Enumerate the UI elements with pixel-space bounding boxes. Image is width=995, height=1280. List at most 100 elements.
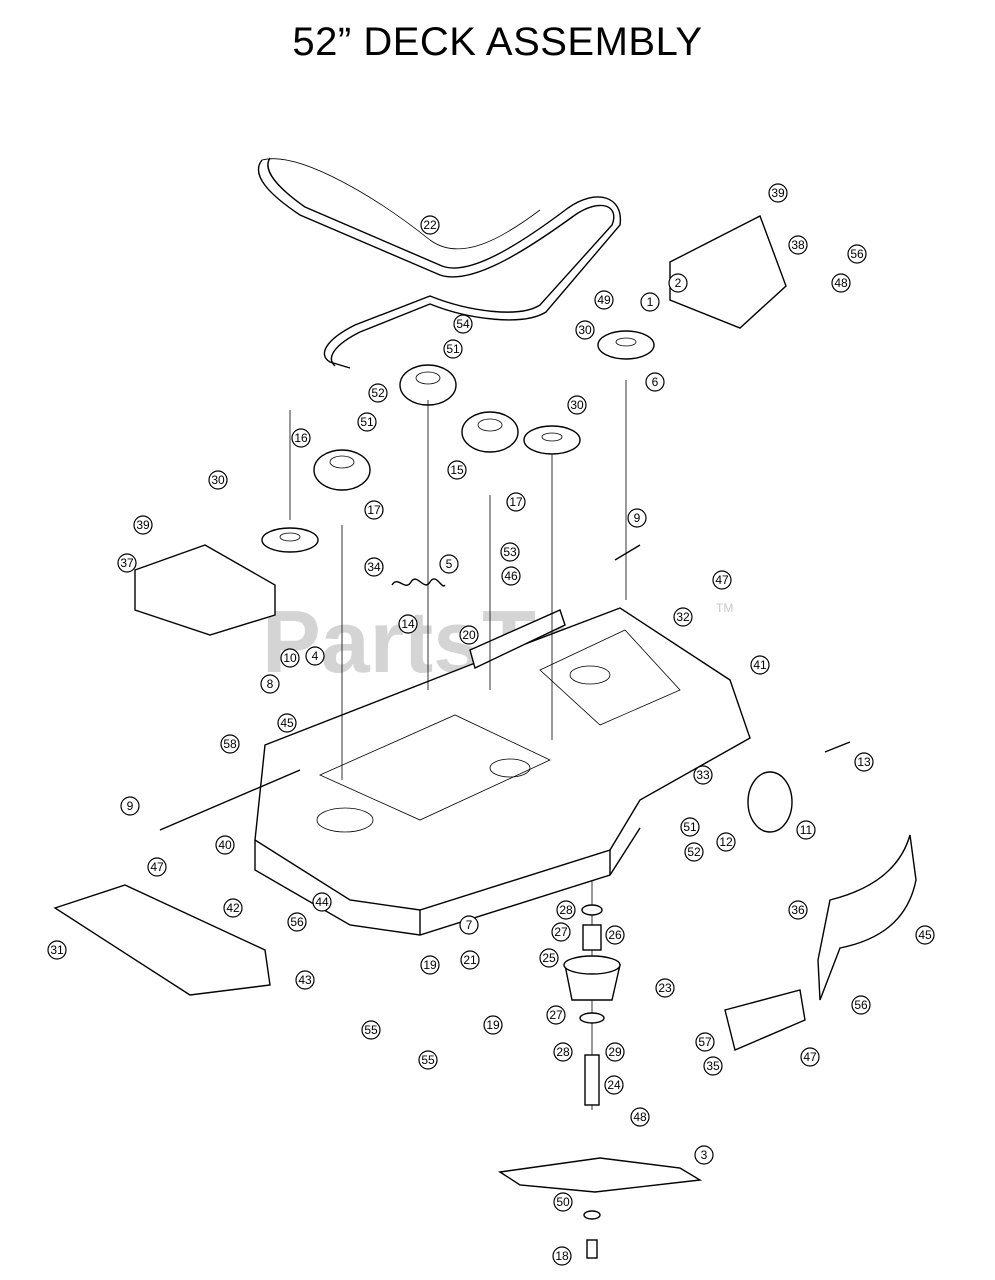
callout-11[interactable]: 11 — [796, 820, 816, 840]
callout-19-lower[interactable]: 19 — [483, 1015, 503, 1035]
svg-text:14: 14 — [401, 617, 415, 631]
callout-45[interactable]: 45 — [277, 713, 297, 733]
callout-39[interactable]: 39 — [768, 183, 788, 203]
callout-30-right[interactable]: 30 — [575, 320, 595, 340]
callout-8[interactable]: 8 — [260, 674, 280, 694]
callout-26[interactable]: 26 — [605, 925, 625, 945]
callout-25[interactable]: 25 — [539, 948, 559, 968]
svg-text:25: 25 — [542, 951, 556, 965]
callout-22[interactable]: 22 — [420, 215, 440, 235]
callout-58[interactable]: 58 — [220, 734, 240, 754]
callout-43[interactable]: 43 — [295, 970, 315, 990]
svg-text:35: 35 — [706, 1059, 720, 1073]
callout-14[interactable]: 14 — [398, 614, 418, 634]
callout-1[interactable]: 1 — [640, 292, 660, 312]
callout-17[interactable]: 17 — [364, 500, 384, 520]
deck-cover-right — [669, 215, 787, 329]
idler-arm — [469, 609, 566, 669]
svg-text:27: 27 — [549, 1008, 563, 1022]
callout-50[interactable]: 50 — [553, 1192, 573, 1212]
callout-21[interactable]: 21 — [460, 950, 480, 970]
callout-32[interactable]: 32 — [673, 607, 693, 627]
callout-5[interactable]: 5 — [439, 554, 459, 574]
svg-text:39: 39 — [771, 186, 785, 200]
callout-57[interactable]: 57 — [695, 1032, 715, 1052]
svg-text:12: 12 — [719, 835, 733, 849]
callout-54[interactable]: 54 — [453, 314, 473, 334]
callout-28-lower[interactable]: 28 — [553, 1042, 573, 1062]
callout-37[interactable]: 37 — [117, 553, 137, 573]
callout-52-wheel[interactable]: 52 — [684, 842, 704, 862]
callout-30[interactable]: 30 — [208, 470, 228, 490]
svg-text:7: 7 — [466, 918, 473, 932]
callout-7[interactable]: 7 — [459, 915, 479, 935]
svg-text:56: 56 — [290, 915, 304, 929]
callout-47-left[interactable]: 47 — [147, 857, 167, 877]
callout-13[interactable]: 13 — [854, 752, 874, 772]
svg-text:32: 32 — [676, 610, 690, 624]
callout-51[interactable]: 51 — [443, 339, 463, 359]
callout-17-right[interactable]: 17 — [506, 492, 526, 512]
callout-48[interactable]: 48 — [831, 273, 851, 293]
wheel-bolt — [824, 741, 851, 753]
callout-41[interactable]: 41 — [750, 655, 770, 675]
callout-51-left[interactable]: 51 — [357, 412, 377, 432]
callout-19[interactable]: 19 — [420, 955, 440, 975]
callout-42[interactable]: 42 — [223, 898, 243, 918]
svg-text:6: 6 — [652, 375, 659, 389]
callout-12[interactable]: 12 — [716, 832, 736, 852]
callout-52[interactable]: 52 — [368, 383, 388, 403]
callout-9[interactable]: 9 — [627, 508, 647, 528]
callout-15[interactable]: 15 — [447, 460, 467, 480]
callout-31[interactable]: 31 — [47, 940, 67, 960]
callout-3[interactable]: 3 — [694, 1145, 714, 1165]
callout-46[interactable]: 46 — [501, 566, 521, 586]
svg-text:56: 56 — [854, 998, 868, 1012]
svg-text:48: 48 — [633, 1110, 647, 1124]
callout-4[interactable]: 4 — [305, 646, 325, 666]
spindle-assembly — [563, 904, 621, 1106]
callout-38[interactable]: 38 — [788, 235, 808, 255]
callout-23[interactable]: 23 — [655, 978, 675, 998]
callout-34[interactable]: 34 — [364, 557, 384, 577]
svg-text:28: 28 — [559, 903, 573, 917]
svg-text:50: 50 — [556, 1195, 570, 1209]
svg-text:9: 9 — [127, 799, 134, 813]
callout-55[interactable]: 55 — [361, 1020, 381, 1040]
callout-9-left[interactable]: 9 — [120, 796, 140, 816]
callout-40[interactable]: 40 — [215, 835, 235, 855]
callout-27-lower[interactable]: 27 — [546, 1005, 566, 1025]
callout-36[interactable]: 36 — [788, 900, 808, 920]
callout-33[interactable]: 33 — [693, 765, 713, 785]
callout-45-right[interactable]: 45 — [915, 925, 935, 945]
callout-6[interactable]: 6 — [645, 372, 665, 392]
callout-39-left[interactable]: 39 — [133, 515, 153, 535]
callout-47-right[interactable]: 47 — [800, 1047, 820, 1067]
callout-20[interactable]: 20 — [459, 625, 479, 645]
callout-53[interactable]: 53 — [500, 542, 520, 562]
callout-51-wheel[interactable]: 51 — [680, 817, 700, 837]
callout-48-lower[interactable]: 48 — [630, 1107, 650, 1127]
callout-18[interactable]: 18 — [552, 1246, 572, 1266]
svg-text:47: 47 — [150, 860, 164, 874]
callout-56[interactable]: 56 — [847, 244, 867, 264]
callout-29[interactable]: 29 — [605, 1042, 625, 1062]
callout-30-center[interactable]: 30 — [567, 395, 587, 415]
callout-28[interactable]: 28 — [556, 900, 576, 920]
callout-44[interactable]: 44 — [312, 892, 332, 912]
svg-text:3: 3 — [701, 1148, 708, 1162]
svg-text:5: 5 — [446, 557, 453, 571]
callout-56-right[interactable]: 56 — [851, 995, 871, 1015]
callout-35[interactable]: 35 — [703, 1056, 723, 1076]
svg-text:16: 16 — [294, 431, 308, 445]
callout-27[interactable]: 27 — [551, 922, 571, 942]
callout-2[interactable]: 2 — [668, 273, 688, 293]
callout-24[interactable]: 24 — [604, 1075, 624, 1095]
svg-text:22: 22 — [423, 218, 437, 232]
callout-56-left[interactable]: 56 — [287, 912, 307, 932]
callout-49[interactable]: 49 — [594, 290, 614, 310]
callout-10[interactable]: 10 — [280, 648, 300, 668]
callout-55-right[interactable]: 55 — [418, 1050, 438, 1070]
callout-47[interactable]: 47 — [712, 570, 732, 590]
callout-16[interactable]: 16 — [291, 428, 311, 448]
